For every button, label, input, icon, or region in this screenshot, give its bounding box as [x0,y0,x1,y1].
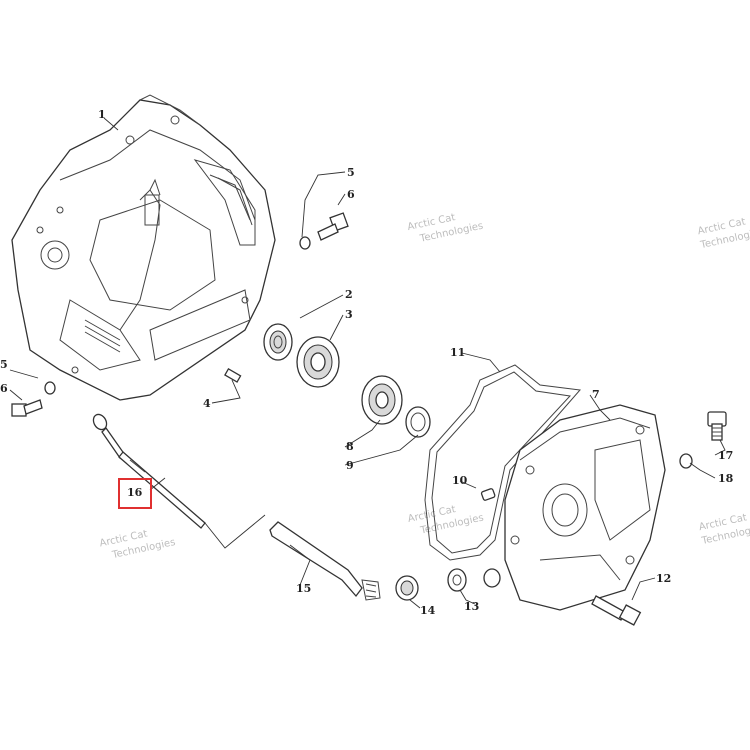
watermarks: Arctic Cat Technologies [406,212,484,245]
washer-part-13 [447,568,467,592]
bushing [483,568,501,588]
seal-part-9 [405,406,431,438]
callout-9: 9 [346,459,354,472]
callout-7: 7 [592,388,600,401]
callout-11: 11 [450,346,465,359]
dowel-part-10 [480,488,496,501]
callout-14: 14 [420,604,436,617]
bolt-part-12 [591,595,642,626]
washer-part-5-left [44,381,56,395]
callout-18: 18 [718,472,734,485]
callout-6: 6 [347,188,355,201]
callout-5: 5 [347,166,355,179]
callout-16-highlight-box [118,478,152,509]
callout-16: 16 [127,486,143,499]
bolt-part-6-left [11,399,43,417]
callout-12: 12 [656,572,671,585]
callout-3: 3 [345,308,353,321]
leader-lines [9,117,726,609]
key-part [224,368,242,383]
plug-part-17 [707,411,727,441]
callout-6-left: 6 [0,382,8,395]
bolt-part-6 [317,212,349,241]
callout-4: 4 [203,397,211,410]
callout-1: 1 [98,108,106,121]
callout-15: 15 [296,582,311,595]
bearing-part-8 [361,375,403,425]
nut-part-14 [395,575,419,601]
oil-seal-part-2 [263,323,293,361]
callout-8: 8 [346,440,354,453]
callout-2: 2 [345,288,353,301]
bearing-part-3 [296,336,340,388]
o-ring-part-18 [679,453,693,469]
callouts: 1 2 3 4 5 6 7 8 9 10 11 12 13 14 15 16 1… [0,108,734,617]
dipstick-part-16 [92,413,206,529]
crankcase-part [11,94,276,401]
callout-5-left: 5 [0,358,8,371]
gasket-part-11 [424,364,581,561]
callout-10: 10 [452,474,468,487]
callout-13: 13 [464,600,479,613]
crankcase-cover-part-7 [504,404,666,611]
tube-part-15 [269,521,381,601]
callout-17: 17 [718,449,733,462]
washer-part-5 [299,236,311,250]
